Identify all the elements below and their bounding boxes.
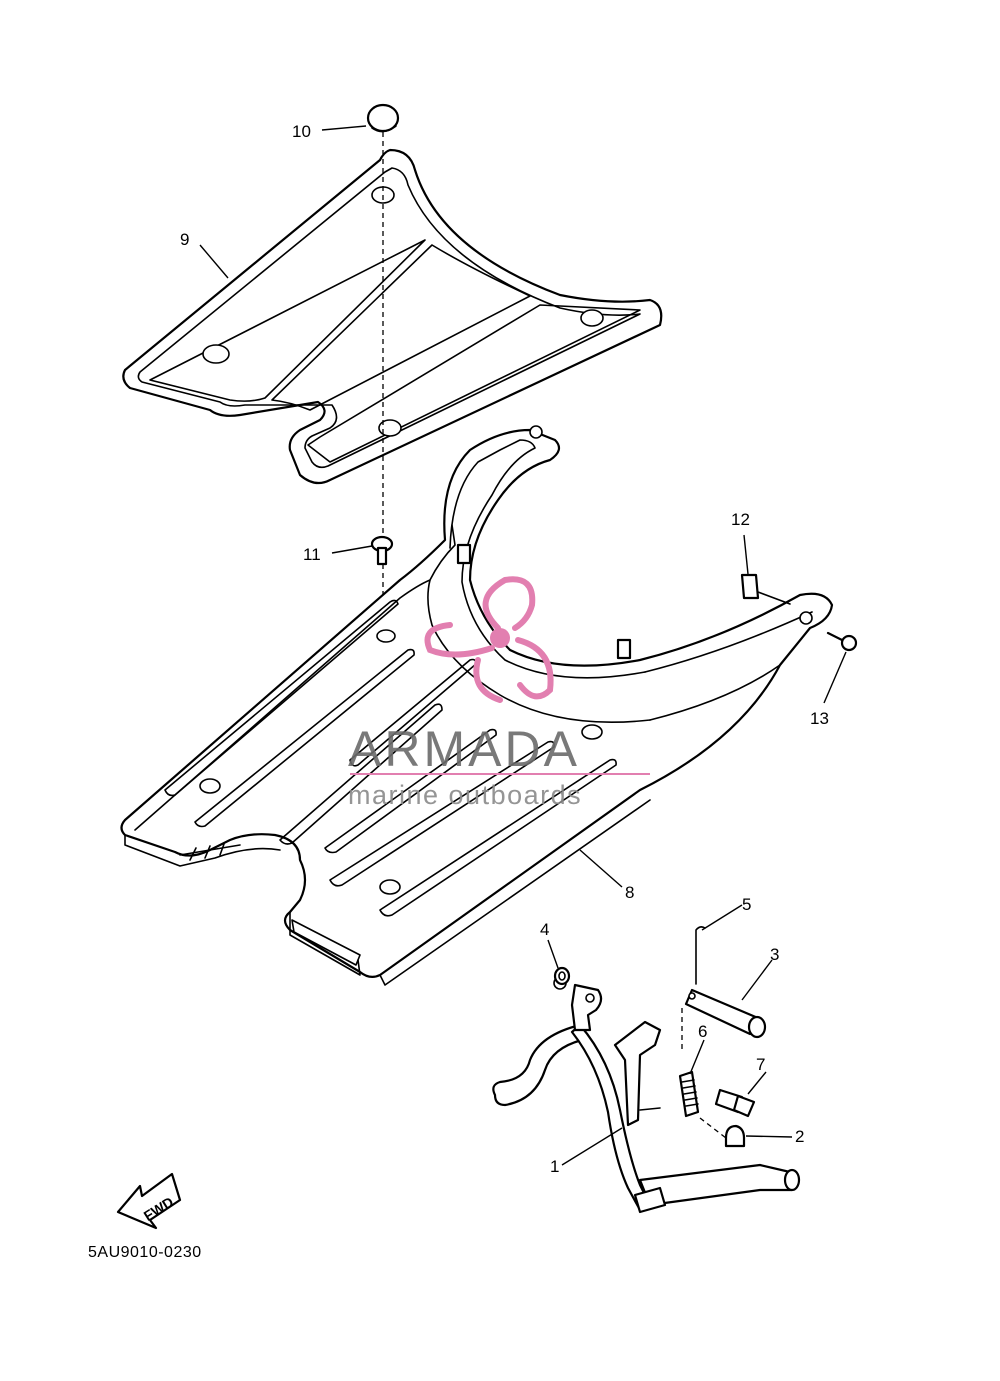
assembly-line-cap	[699, 1117, 727, 1139]
part-12-clip-nut	[740, 573, 791, 605]
callout-6: 6	[698, 1022, 707, 1041]
watermark-brand: ARMADA	[348, 721, 580, 777]
watermark: ARMADA marine outboards	[348, 576, 650, 810]
part-4-washer	[553, 966, 571, 986]
part-7-bolt	[714, 1088, 756, 1118]
callout-2: 2	[795, 1127, 804, 1146]
callout-5: 5	[742, 895, 751, 914]
callout-1: 1	[550, 1157, 559, 1176]
propeller-logo-icon	[424, 576, 554, 703]
callout-labels: 10 9 11 12 13 8 5 4 3 6 7 2 1	[180, 122, 829, 1176]
part-5-pin	[695, 926, 706, 985]
leader-lines	[199, 125, 847, 1166]
part-code: 5AU9010-0230	[88, 1244, 202, 1261]
part-10-cap	[366, 103, 400, 133]
callout-12: 12	[731, 510, 750, 529]
callout-3: 3	[770, 945, 779, 964]
part-1-main-stand	[492, 976, 801, 1214]
part-2-cap	[724, 1124, 746, 1148]
part-11-bolt	[370, 535, 394, 566]
callout-13: 13	[810, 709, 829, 728]
part-3-shaft	[684, 988, 767, 1039]
part-13-screw	[826, 631, 858, 652]
callout-4: 4	[540, 920, 549, 939]
watermark-tagline: marine outboards	[348, 780, 582, 810]
part-9-footrest-mat	[122, 148, 663, 485]
callout-8: 8	[625, 883, 634, 902]
callout-9: 9	[180, 230, 189, 249]
part-8-footrest-board	[120, 425, 834, 986]
callout-10: 10	[292, 122, 311, 141]
callout-7: 7	[756, 1055, 765, 1074]
callout-11: 11	[303, 545, 321, 564]
fwd-arrow: FWD	[116, 1172, 182, 1230]
part-6-spring	[678, 1070, 700, 1118]
